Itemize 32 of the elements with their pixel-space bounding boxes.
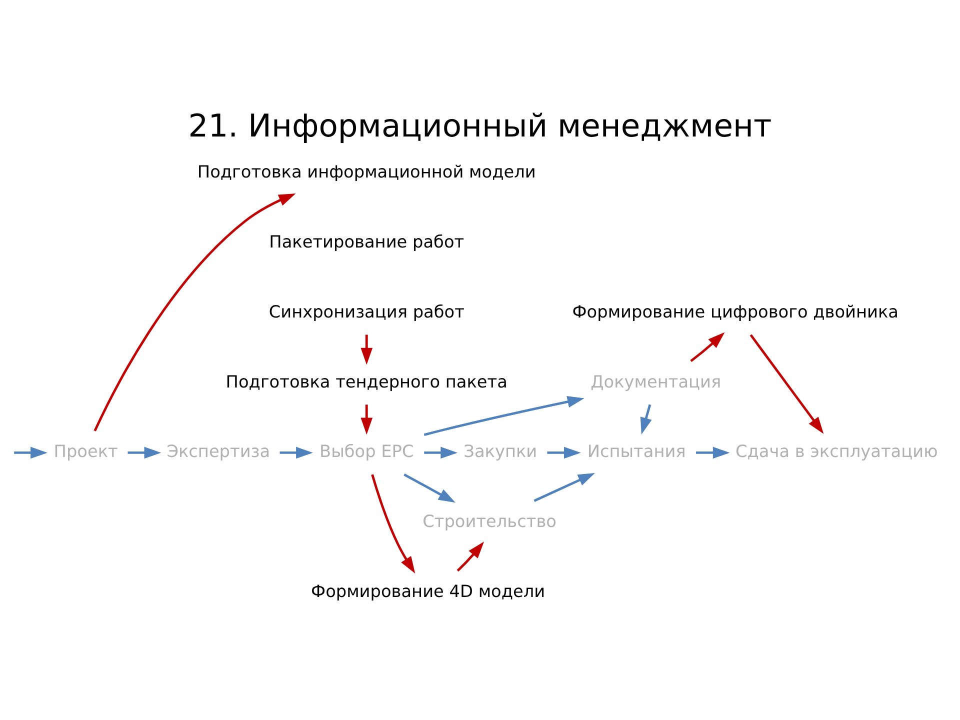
node-text: Проект (54, 440, 118, 461)
arrow (128, 446, 162, 458)
arrow (690, 332, 725, 362)
arrow (404, 472, 456, 502)
diagram-title: 21. Информационный менеджмент (188, 108, 772, 144)
node-text: Подготовка тендерного пакета (226, 370, 508, 391)
node-text: Документация (590, 370, 722, 391)
arrow (280, 446, 313, 458)
arrow (696, 446, 730, 458)
arrow (640, 404, 652, 434)
node-text: Синхронизация работ (268, 300, 464, 321)
arrow (360, 404, 373, 434)
arrow (371, 474, 416, 573)
arrow (360, 334, 373, 364)
arrow (456, 541, 484, 572)
node-text: Строительство (422, 510, 556, 531)
node-text: Пакетирование работ (269, 230, 464, 251)
arrow (94, 192, 296, 431)
arrow (534, 472, 595, 502)
node-text: Закупки (464, 440, 538, 461)
node-text: Формирование 4D модели (311, 580, 546, 600)
arrow (424, 446, 458, 458)
arrow (14, 446, 48, 458)
node-text: Выбор EPC (320, 440, 414, 461)
arrow (750, 334, 824, 434)
node-text: Испытания (587, 440, 686, 461)
arrow (547, 446, 581, 458)
node-text: Подготовка информационной модели (197, 161, 536, 182)
arrow (424, 395, 584, 436)
node-text: Формирование цифрового двойника (572, 300, 899, 321)
node-text: Экспертиза (166, 440, 270, 461)
node-text: Сдача в эксплуатацию (735, 440, 938, 461)
